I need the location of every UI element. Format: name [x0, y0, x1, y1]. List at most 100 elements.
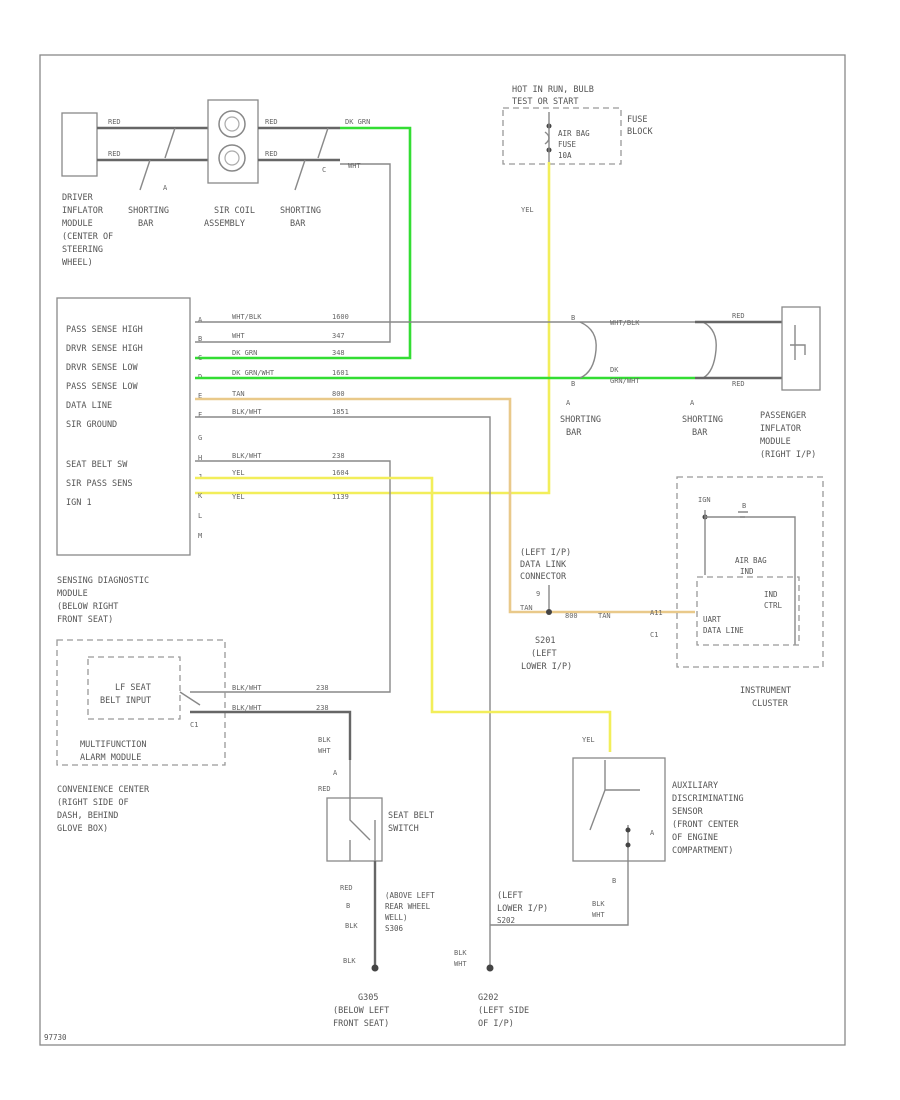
svg-text:1139: 1139 [332, 493, 349, 501]
svg-text:SENSOR: SENSOR [672, 807, 704, 817]
svg-text:BLK/WHT: BLK/WHT [232, 408, 262, 416]
svg-text:FRONT SEAT): FRONT SEAT) [333, 1019, 389, 1029]
footer-id: 97730 [44, 1033, 67, 1042]
svg-text:SIR COIL: SIR COIL [214, 206, 255, 216]
svg-text:DK GRN: DK GRN [232, 349, 257, 357]
svg-text:B: B [198, 335, 202, 343]
svg-text:BAR: BAR [566, 428, 582, 438]
svg-text:800: 800 [332, 390, 345, 398]
shorting-bar-1-label: SHORTING BAR [128, 206, 169, 229]
seatbelt-wire-labels: BLK/WHT BLK/WHT 238 238 [232, 684, 329, 712]
fuse-block [502, 107, 622, 165]
svg-text:(BELOW LEFT: (BELOW LEFT [333, 1006, 389, 1016]
svg-text:9: 9 [536, 590, 540, 598]
svg-text:G202: G202 [478, 993, 498, 1003]
diagram-frame [39, 54, 846, 1046]
svg-text:MODULE: MODULE [62, 219, 93, 229]
svg-text:GRN/WHT: GRN/WHT [610, 377, 640, 385]
svg-text:DATA LINE: DATA LINE [66, 401, 112, 411]
svg-text:LOWER I/P): LOWER I/P) [521, 662, 572, 672]
svg-text:(LEFT SIDE: (LEFT SIDE [478, 1006, 529, 1016]
svg-text:AUXILIARY: AUXILIARY [672, 781, 718, 791]
svg-text:L: L [198, 512, 202, 520]
instrument-cluster [676, 476, 824, 668]
svg-text:C1: C1 [190, 721, 198, 729]
sdm-pin-labels: PASS SENSE HIGH DRVR SENSE HIGH DRVR SEN… [66, 325, 143, 508]
svg-text:IGN: IGN [698, 496, 711, 504]
svg-text:OF ENGINE: OF ENGINE [672, 833, 718, 843]
svg-text:DRVR SENSE LOW: DRVR SENSE LOW [66, 363, 139, 373]
svg-text:DISCRIMINATING: DISCRIMINATING [672, 794, 744, 804]
svg-text:CLUSTER: CLUSTER [752, 699, 789, 709]
svg-text:A: A [333, 769, 338, 777]
svg-text:AIR BAG: AIR BAG [558, 129, 590, 138]
svg-text:INFLATOR: INFLATOR [760, 424, 802, 434]
shorting-bar-2-label: SHORTING BAR [280, 206, 321, 229]
svg-text:DK GRN: DK GRN [345, 118, 370, 126]
svg-text:A: A [198, 316, 203, 324]
svg-text:A: A [650, 829, 655, 837]
svg-text:10A: 10A [558, 151, 572, 160]
wheel-well-label: (ABOVE LEFT REAR WHEEL WELL) S306 [385, 891, 435, 933]
svg-text:(RIGHT I/P): (RIGHT I/P) [760, 450, 816, 460]
svg-text:BLOCK: BLOCK [627, 127, 653, 137]
svg-text:347: 347 [332, 332, 345, 340]
svg-text:RED: RED [108, 118, 121, 126]
svg-text:CTRL: CTRL [764, 601, 783, 610]
g202-blk-wht: BLK WHT [454, 949, 467, 968]
svg-text:PASS SENSE HIGH: PASS SENSE HIGH [66, 325, 143, 335]
convenience-center-label: CONVENIENCE CENTER (RIGHT SIDE OF DASH, … [57, 785, 150, 834]
svg-text:TAN: TAN [598, 612, 611, 620]
svg-text:A11: A11 [650, 609, 663, 617]
svg-text:RED: RED [265, 150, 278, 158]
svg-text:BLK: BLK [343, 957, 356, 965]
svg-text:C1: C1 [650, 631, 658, 639]
svg-text:DRVR SENSE HIGH: DRVR SENSE HIGH [66, 344, 143, 354]
svg-text:A: A [163, 184, 168, 192]
svg-text:WHT: WHT [592, 911, 605, 919]
svg-text:WHT: WHT [454, 960, 467, 968]
svg-text:WHT/BLK: WHT/BLK [610, 319, 640, 327]
svg-text:B: B [571, 314, 575, 322]
svg-text:SWITCH: SWITCH [388, 824, 419, 834]
aux-sensor-label: AUXILIARY DISCRIMINATING SENSOR (FRONT C… [672, 781, 744, 856]
s201-label: S201 (LEFT LOWER I/P) [521, 636, 572, 672]
g202-label: G202 (LEFT SIDE OF I/P) [478, 993, 529, 1029]
svg-text:FRONT SEAT): FRONT SEAT) [57, 615, 113, 625]
svg-text:SEAT BELT: SEAT BELT [388, 811, 434, 821]
hot-note: HOT IN RUN, BULB TEST OR START [512, 85, 594, 107]
svg-text:RED: RED [732, 380, 745, 388]
wire-blk-wht-seatbelt [190, 460, 391, 693]
svg-text:C: C [322, 166, 326, 174]
svg-text:BAR: BAR [692, 428, 708, 438]
svg-text:ALARM MODULE: ALARM MODULE [80, 753, 141, 763]
seatbelt-switch-label: SEAT BELT SWITCH [388, 811, 434, 834]
svg-text:(BELOW RIGHT: (BELOW RIGHT [57, 602, 118, 612]
svg-text:A: A [690, 399, 695, 407]
svg-text:BLK/WHT: BLK/WHT [232, 452, 262, 460]
svg-text:MODULE: MODULE [57, 589, 88, 599]
passenger-inflator-module [781, 306, 821, 391]
svg-text:COMPARTMENT): COMPARTMENT) [672, 846, 733, 856]
svg-text:TAN: TAN [520, 604, 533, 612]
svg-text:C: C [198, 354, 202, 362]
sdm-label: SENSING DIAGNOSTIC MODULE (BELOW RIGHT F… [57, 576, 149, 625]
svg-text:LF SEAT: LF SEAT [115, 683, 151, 693]
pass-module-label: PASSENGER INFLATOR MODULE (RIGHT I/P) [760, 411, 816, 460]
svg-text:DASH, BEHIND: DASH, BEHIND [57, 811, 118, 821]
ic-airbag-label: AIR BAG IND [735, 556, 767, 576]
seat-belt-switch [326, 797, 383, 862]
sdm-wire-colors: WHT/BLK WHT DK GRN DK GRN/WHT TAN BLK/WH… [232, 313, 275, 501]
svg-text:RED: RED [108, 150, 121, 158]
ic-name-label: INSTRUMENT CLUSTER [740, 686, 791, 709]
svg-text:1600: 1600 [332, 313, 349, 321]
svg-text:INFLATOR: INFLATOR [62, 206, 104, 216]
svg-text:INSTRUMENT: INSTRUMENT [740, 686, 791, 696]
svg-text:IND: IND [740, 567, 754, 576]
wire-tan-data [195, 397, 695, 614]
sdm-circuit-numbers: 1600 347 348 1601 800 1851 238 1604 1139 [332, 313, 349, 501]
svg-text:WELL): WELL) [385, 913, 408, 922]
svg-text:RED: RED [265, 118, 278, 126]
svg-text:A: A [566, 399, 571, 407]
svg-text:348: 348 [332, 349, 345, 357]
